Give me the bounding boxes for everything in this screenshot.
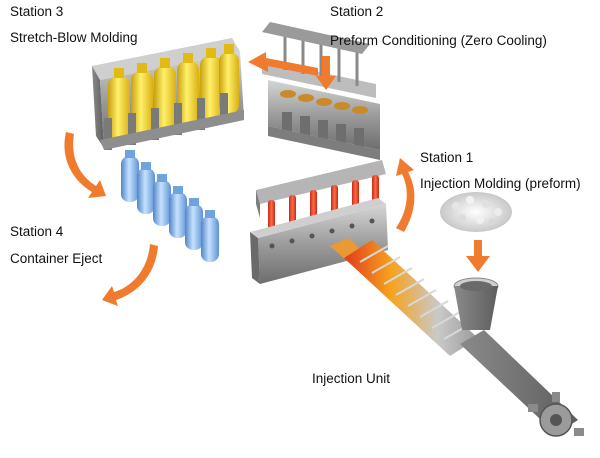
station4-ejected-bottles xyxy=(121,150,219,262)
blow-mold-front-bars xyxy=(104,93,228,150)
injection-mold-holes xyxy=(269,218,375,249)
yellow-bottle xyxy=(177,53,199,125)
injection-unit xyxy=(330,238,584,437)
blue-bottle xyxy=(137,162,155,214)
conditioning-legs xyxy=(282,112,364,154)
conditioning-cavities xyxy=(280,90,368,114)
flow-arrow-icon xyxy=(248,52,318,76)
station1-name: Injection Molding (preform) xyxy=(420,176,581,191)
resin-pellets-icon xyxy=(440,192,512,232)
station2-name: Preform Conditioning (Zero Cooling) xyxy=(330,33,547,48)
station3-label: Station 3 xyxy=(10,4,64,19)
hopper-icon xyxy=(453,277,499,330)
flow-arrow-icon xyxy=(396,158,415,232)
yellow-bottles xyxy=(108,44,239,140)
flow-arrow-icon xyxy=(466,240,490,272)
flow-arrows xyxy=(64,52,490,306)
flow-arrow-icon xyxy=(102,244,158,306)
blue-bottle xyxy=(201,210,219,262)
red-preforms xyxy=(268,175,379,230)
blue-bottle xyxy=(169,186,187,238)
yellow-bottle xyxy=(200,48,222,120)
flow-arrow-icon xyxy=(64,132,106,198)
station4-name: Container Eject xyxy=(10,251,103,266)
injection-mold-cavity-block xyxy=(258,204,388,284)
blue-bottle xyxy=(185,198,203,250)
injection-unit-label: Injection Unit xyxy=(312,371,391,386)
station2-label: Station 2 xyxy=(330,4,384,19)
yellow-bottle xyxy=(131,63,153,135)
conditioning-head xyxy=(262,22,370,54)
flow-arrow-icon xyxy=(316,56,336,90)
blow-mold-side xyxy=(92,66,104,148)
blow-mold-bottom-rail xyxy=(100,110,244,150)
station2-conditioning xyxy=(262,22,380,160)
yellow-bottle xyxy=(108,68,130,140)
station4-label: Station 4 xyxy=(10,224,64,239)
blue-bottle xyxy=(121,150,139,202)
blue-bottle xyxy=(153,174,171,226)
station1-label: Station 1 xyxy=(420,150,474,165)
yellow-bottle xyxy=(154,58,176,130)
station3-name: Stretch-Blow Molding xyxy=(10,30,138,45)
station3-blow-mold xyxy=(92,38,244,150)
injection-mold-upper-plate xyxy=(256,160,386,204)
station1-injection-mold xyxy=(250,160,388,284)
drive-end-cap xyxy=(528,392,584,437)
conditioning-block xyxy=(268,80,380,150)
